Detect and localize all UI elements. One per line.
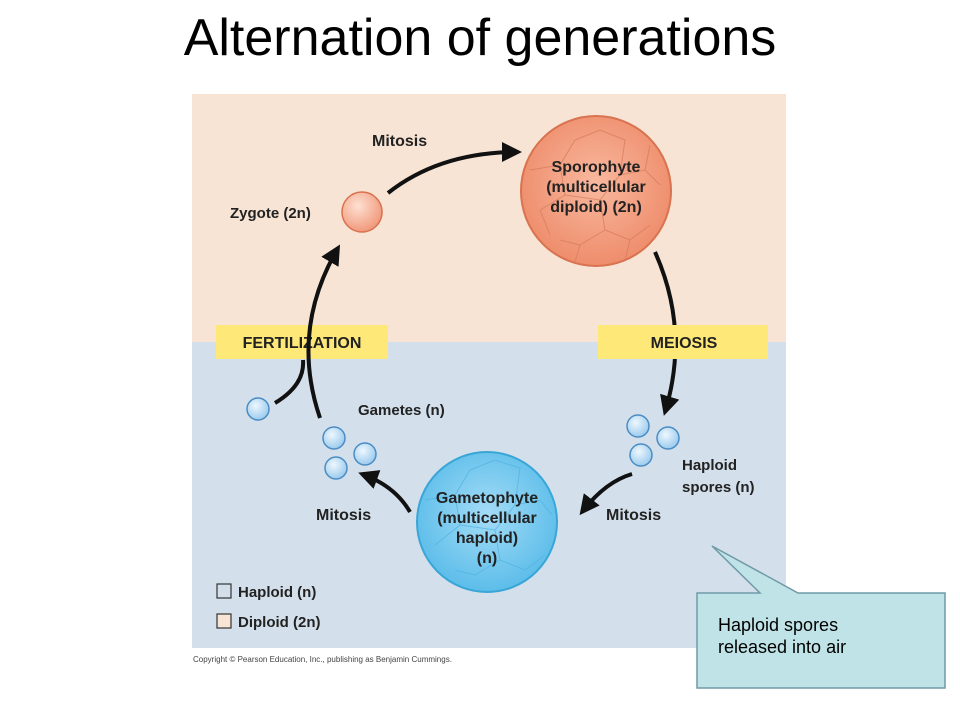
gametes-label: Gametes (n) [358,402,445,419]
spore-cell [629,443,653,467]
zygote-cell [341,191,383,233]
mitosis-left-label: Mitosis [316,507,371,524]
legend-haploid-swatch [216,583,232,599]
meiosis-box [598,325,768,359]
callout-line2: released into air [718,637,847,657]
haploid-spores-label-line2: spores (n) [682,479,755,496]
zygote-label: Zygote (2n) [230,205,311,222]
arrow-gametophyte-to-gametes [358,470,412,514]
gamete-cell [246,397,270,421]
callout-text: Haploid spores released into air [718,614,928,658]
arrow-zygote-to-sporophyte [386,142,522,195]
fertilization-box [216,325,388,359]
copyright-text: Copyright © Pearson Education, Inc., pub… [193,655,452,664]
gametophyte-label-line4: (n) [477,550,497,567]
legend-haploid-label: Haploid (n) [238,584,316,601]
mitosis-right-label: Mitosis [606,507,661,524]
sporophyte-label-line3: diploid) (2n) [550,199,642,216]
gametophyte-cell [416,451,558,593]
gamete-cell [322,426,346,450]
sporophyte-label-line1: Sporophyte [552,159,641,176]
legend-diploid-label: Diploid (2n) [238,614,321,631]
slide-title: Alternation of generations [183,9,777,67]
gametophyte-label-line2: (multicellular [437,510,537,527]
fertilization-label: FERTILIZATION [243,335,362,352]
sporophyte-cell [520,115,672,267]
gamete-cell [324,456,348,480]
haploid-spores-label-line1: Haploid [682,457,737,474]
arrow-spores-to-gametophyte [579,472,633,516]
gametophyte-label-line1: Gametophyte [436,490,538,507]
mitosis-top-label: Mitosis [372,133,427,150]
spore-cell [626,414,650,438]
callout-box [696,545,946,689]
arrow-single-gamete-to-zygote [273,359,306,405]
gametophyte-label-line3: haploid) [456,530,518,547]
meiosis-label: MEIOSIS [651,335,718,352]
arrow-gametes-to-zygote [306,244,341,419]
spore-cell [656,426,680,450]
gamete-cell [353,442,377,466]
diploid-region [192,94,786,342]
legend-diploid-swatch [216,613,232,629]
callout-line1: Haploid spores [718,615,839,635]
sporophyte-label-line2: (multicellular [546,179,646,196]
